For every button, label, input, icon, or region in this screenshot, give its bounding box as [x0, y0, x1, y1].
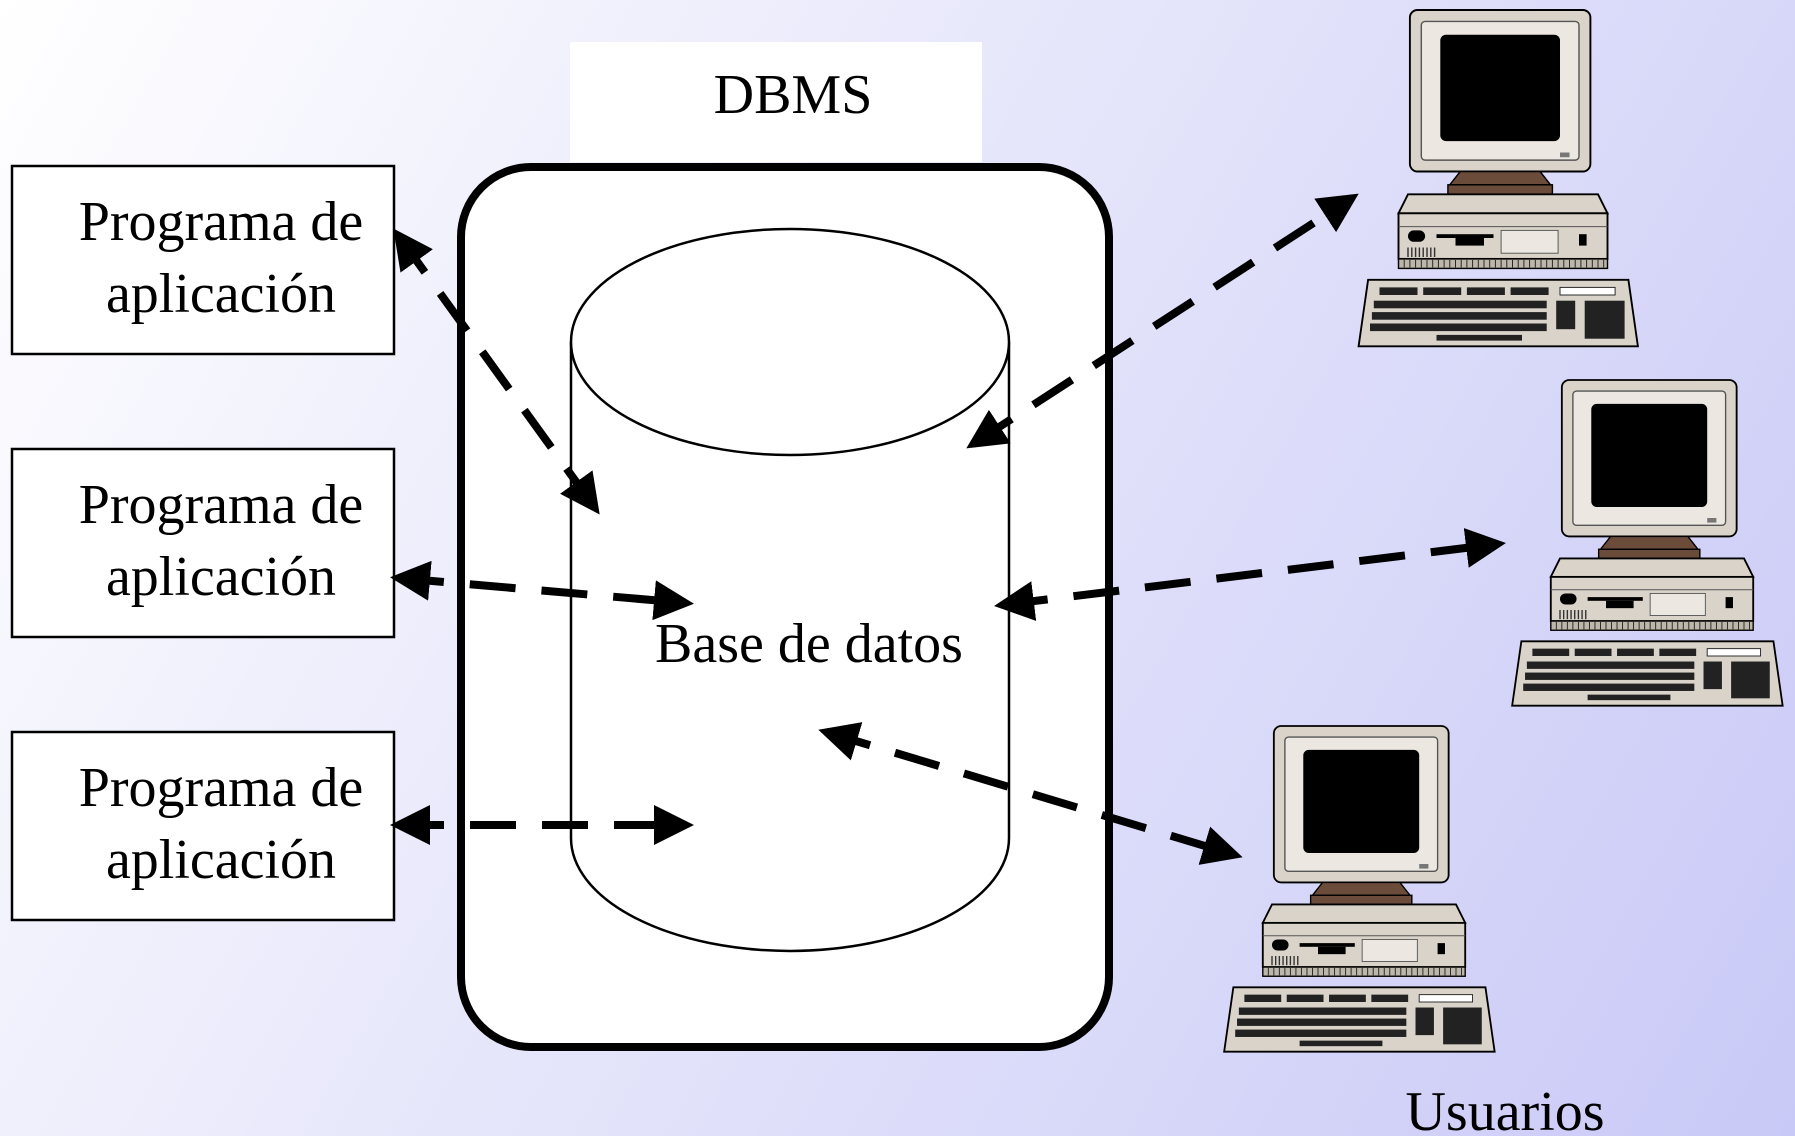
desktop-computer-icon — [1357, 9, 1639, 348]
program-label-line2: aplicación — [106, 263, 336, 325]
program-label-line2: aplicación — [106, 829, 336, 891]
program-label-line1: Programa de — [79, 757, 364, 819]
program-1-db-arrow — [393, 228, 600, 515]
application-program-box: Programa de aplicación — [10, 164, 396, 356]
database-cylinder-icon — [569, 227, 1011, 953]
application-program-box: Programa de aplicación — [10, 447, 396, 639]
user-2-db-arrow — [994, 528, 1506, 621]
program-label-line2: aplicación — [106, 546, 336, 608]
user-1-db-arrow — [966, 193, 1359, 449]
program-label-line1: Programa de — [79, 191, 364, 253]
desktop-computer-icon — [1511, 379, 1784, 707]
program-2-db-arrow — [390, 560, 694, 621]
dbms-label-box — [570, 42, 982, 162]
database-label: Base de datos — [655, 613, 963, 675]
desktop-computer-icon — [1223, 725, 1496, 1053]
application-program-box: Programa de aplicación — [10, 730, 396, 922]
program-label-line1: Programa de — [79, 474, 364, 536]
dbms-title: DBMS — [714, 64, 873, 126]
users-label: Usuarios — [1405, 1081, 1604, 1136]
